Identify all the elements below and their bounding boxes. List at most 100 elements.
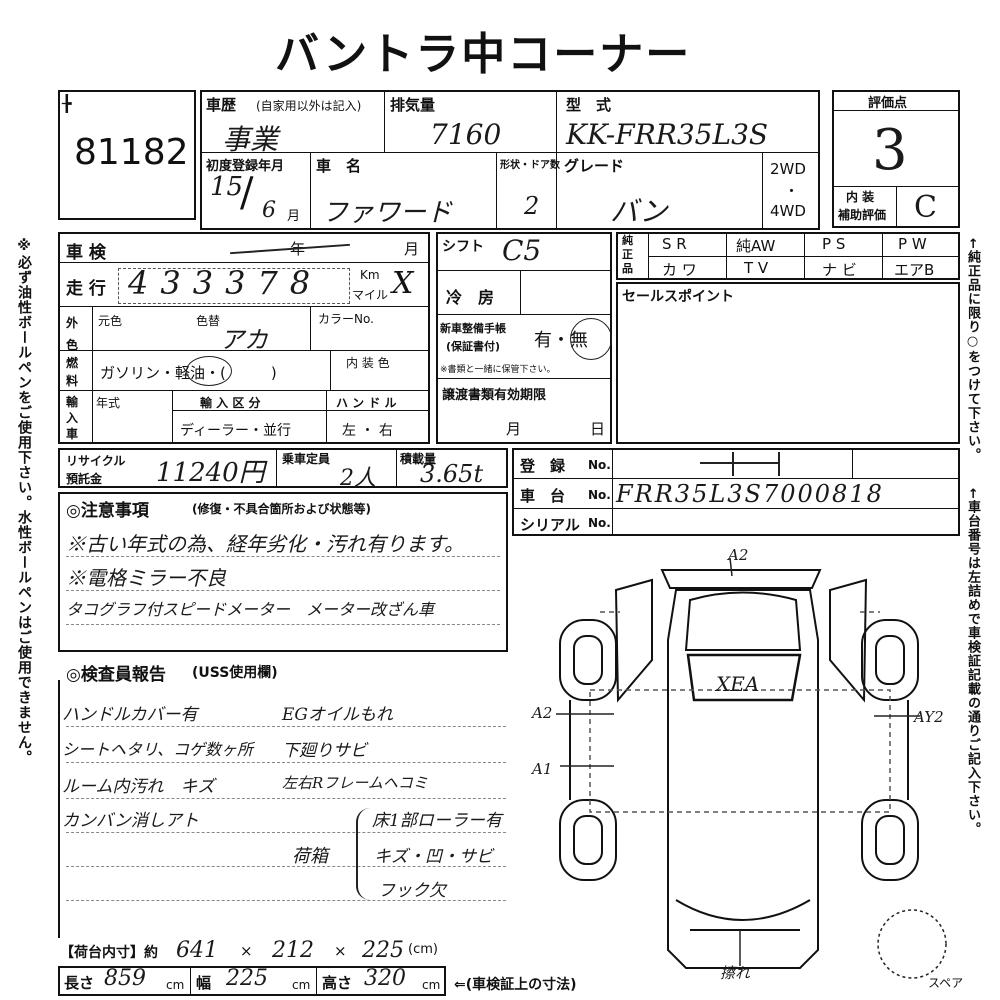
cargo-x2: × xyxy=(334,942,347,960)
import-class-label: 輸 入 区 分 xyxy=(200,396,261,410)
fuel-selected-circle xyxy=(186,356,232,386)
ac-label: 冷 房 xyxy=(446,288,495,307)
drive-dot: ・ xyxy=(784,182,800,200)
recycle-label2: 預託金 xyxy=(66,472,103,486)
transfer-label: 譲渡書類有効期限 xyxy=(442,388,547,403)
interior-rating-label1: 内 装 xyxy=(846,190,875,204)
opt-navi: ナ ビ xyxy=(822,261,857,279)
dims-length-unit: cm xyxy=(166,978,185,992)
inspection-year-unit: 年 xyxy=(290,240,306,258)
warranty-label2: (保証書付) xyxy=(446,340,501,353)
transfer-month: 月 xyxy=(506,420,522,438)
cargo-width: 212 xyxy=(272,938,314,963)
color-value: アカ xyxy=(220,326,268,354)
spare-label: スペア xyxy=(928,976,964,990)
interior-rating-value: C xyxy=(914,190,937,225)
dims-width-label: 幅 xyxy=(196,974,212,992)
car-name-value: ファワード xyxy=(322,198,453,228)
inspector-left-2: シートヘタリ、コゲ数ヶ所 xyxy=(62,740,254,759)
cargo-label: 【荷台内寸】約 xyxy=(60,945,158,961)
opt-tv: T V xyxy=(744,259,769,277)
capacity-label: 乗車定員 xyxy=(282,452,331,466)
dims-height-unit: cm xyxy=(422,978,441,992)
color-original: 元色 xyxy=(98,314,123,328)
inspector-bracket-item-2: キズ・凹・サビ xyxy=(374,847,493,867)
right-side-note-top: ←純正品に限り○をつけて下さい。 xyxy=(965,238,980,462)
shift-label: シフト xyxy=(442,239,484,255)
cargo-height: 225 xyxy=(362,938,404,963)
cargo-length: 641 xyxy=(176,938,218,963)
left-side-note: ※必ず油性ボールペンをご使用下さい。水性ボールペンはご使用できません。 xyxy=(16,238,32,765)
shape-doors-value: 2 xyxy=(524,192,540,220)
history-label: 車歴 xyxy=(206,96,237,114)
interior-rating-label2: 補助評価 xyxy=(838,208,887,222)
capacity-value: 2人 xyxy=(340,466,376,491)
inspector-left-3: ルーム内汚れ キズ xyxy=(62,777,215,797)
displacement-label: 排気量 xyxy=(390,96,436,114)
car-name-label: 車 名 xyxy=(316,157,362,175)
import-class-options: ディーラー・並行 xyxy=(180,423,292,439)
rating-label: 評価点 xyxy=(868,96,908,111)
notes-label: ◎注意事項 xyxy=(66,501,149,521)
sales-point-label: セールスポイント xyxy=(622,289,734,305)
damage-roof: A2 xyxy=(728,546,749,564)
dims-height: 320 xyxy=(364,966,406,991)
registration-no: No. xyxy=(588,458,611,472)
load-label: 積載量 xyxy=(400,452,437,466)
right-side-note-bottom: ←車台番号は左詰めで車検証記載の通りご記入下さい。 xyxy=(965,488,980,836)
displacement-value: 7160 xyxy=(430,118,502,151)
opt-airbag: エアB xyxy=(894,261,935,279)
notes-line-2: ※電格ミラー不良 xyxy=(66,566,226,590)
mileage-unit-mile: マイル xyxy=(352,288,389,302)
inspection-label: 車 検 xyxy=(66,243,106,263)
chassis-label: 車 台 xyxy=(520,487,566,505)
chassis-no: No. xyxy=(588,488,611,502)
registration-box xyxy=(512,448,960,536)
drive-4wd: 4WD xyxy=(770,202,806,220)
warranty-selected-circle xyxy=(570,318,612,360)
dims-length: 859 xyxy=(104,966,146,991)
serial-no: No. xyxy=(588,516,611,530)
inspector-label: ◎検査員報告 xyxy=(66,665,166,685)
dims-box xyxy=(58,966,446,996)
first-reg-month-unit: 月 xyxy=(287,209,301,224)
dims-width: 225 xyxy=(226,966,268,991)
damage-right: AY2 xyxy=(914,708,944,726)
registration-label: 登 録 xyxy=(520,457,566,475)
dims-note: ⇐(車検証上の寸法) xyxy=(454,977,577,993)
first-reg-label: 初度登録年月 xyxy=(206,159,285,174)
mileage-label: 走 行 xyxy=(66,279,106,299)
color-code-label: カラーNo. xyxy=(318,312,374,326)
load-value: 3.65t xyxy=(420,460,484,488)
history-value: 事業 xyxy=(222,123,279,156)
cargo-unit: (cm) xyxy=(408,942,438,957)
damage-windshield: XEA xyxy=(716,672,760,696)
inspector-bracket-item-3: フック欠 xyxy=(378,881,446,901)
inspector-right-2: 下廻りサビ xyxy=(282,741,367,761)
damage-left-top: A2 xyxy=(532,704,553,722)
mileage-boxes xyxy=(118,268,350,304)
color-paint: 色替 xyxy=(196,314,221,328)
lot-box xyxy=(58,90,196,220)
opt-pw: P W xyxy=(898,235,927,253)
opt-aw: 純AW xyxy=(736,237,776,255)
inspector-left-4: カンバン消しアト xyxy=(62,811,199,831)
notes-box xyxy=(58,492,508,652)
handle-options: 左 ・ 右 xyxy=(342,423,393,439)
first-reg-year: 15 xyxy=(210,172,244,202)
interior-color-label: 内 装 色 xyxy=(346,356,390,370)
shape-doors-label: 形状・ドア数 xyxy=(500,160,560,171)
inspector-right-1: EGオイルもれ xyxy=(282,705,393,725)
shift-value: C5 xyxy=(502,234,542,267)
rating-value: 3 xyxy=(872,118,908,183)
drive-2wd: 2WD xyxy=(770,160,806,178)
header-box xyxy=(200,90,820,230)
warranty-label1: 新車整備手帳 xyxy=(440,322,506,335)
notes-line-3: タコグラフ付スピードメーター メーター改ざん車 xyxy=(66,600,435,619)
lot-number: 81182 xyxy=(74,132,189,173)
dims-length-label: 長さ xyxy=(64,974,95,992)
inspector-sub: (USS使用欄) xyxy=(192,665,278,681)
fuel-label: 燃 料 xyxy=(66,356,79,388)
notes-sub: (修復・不具合箇所および状態等) xyxy=(192,502,371,516)
